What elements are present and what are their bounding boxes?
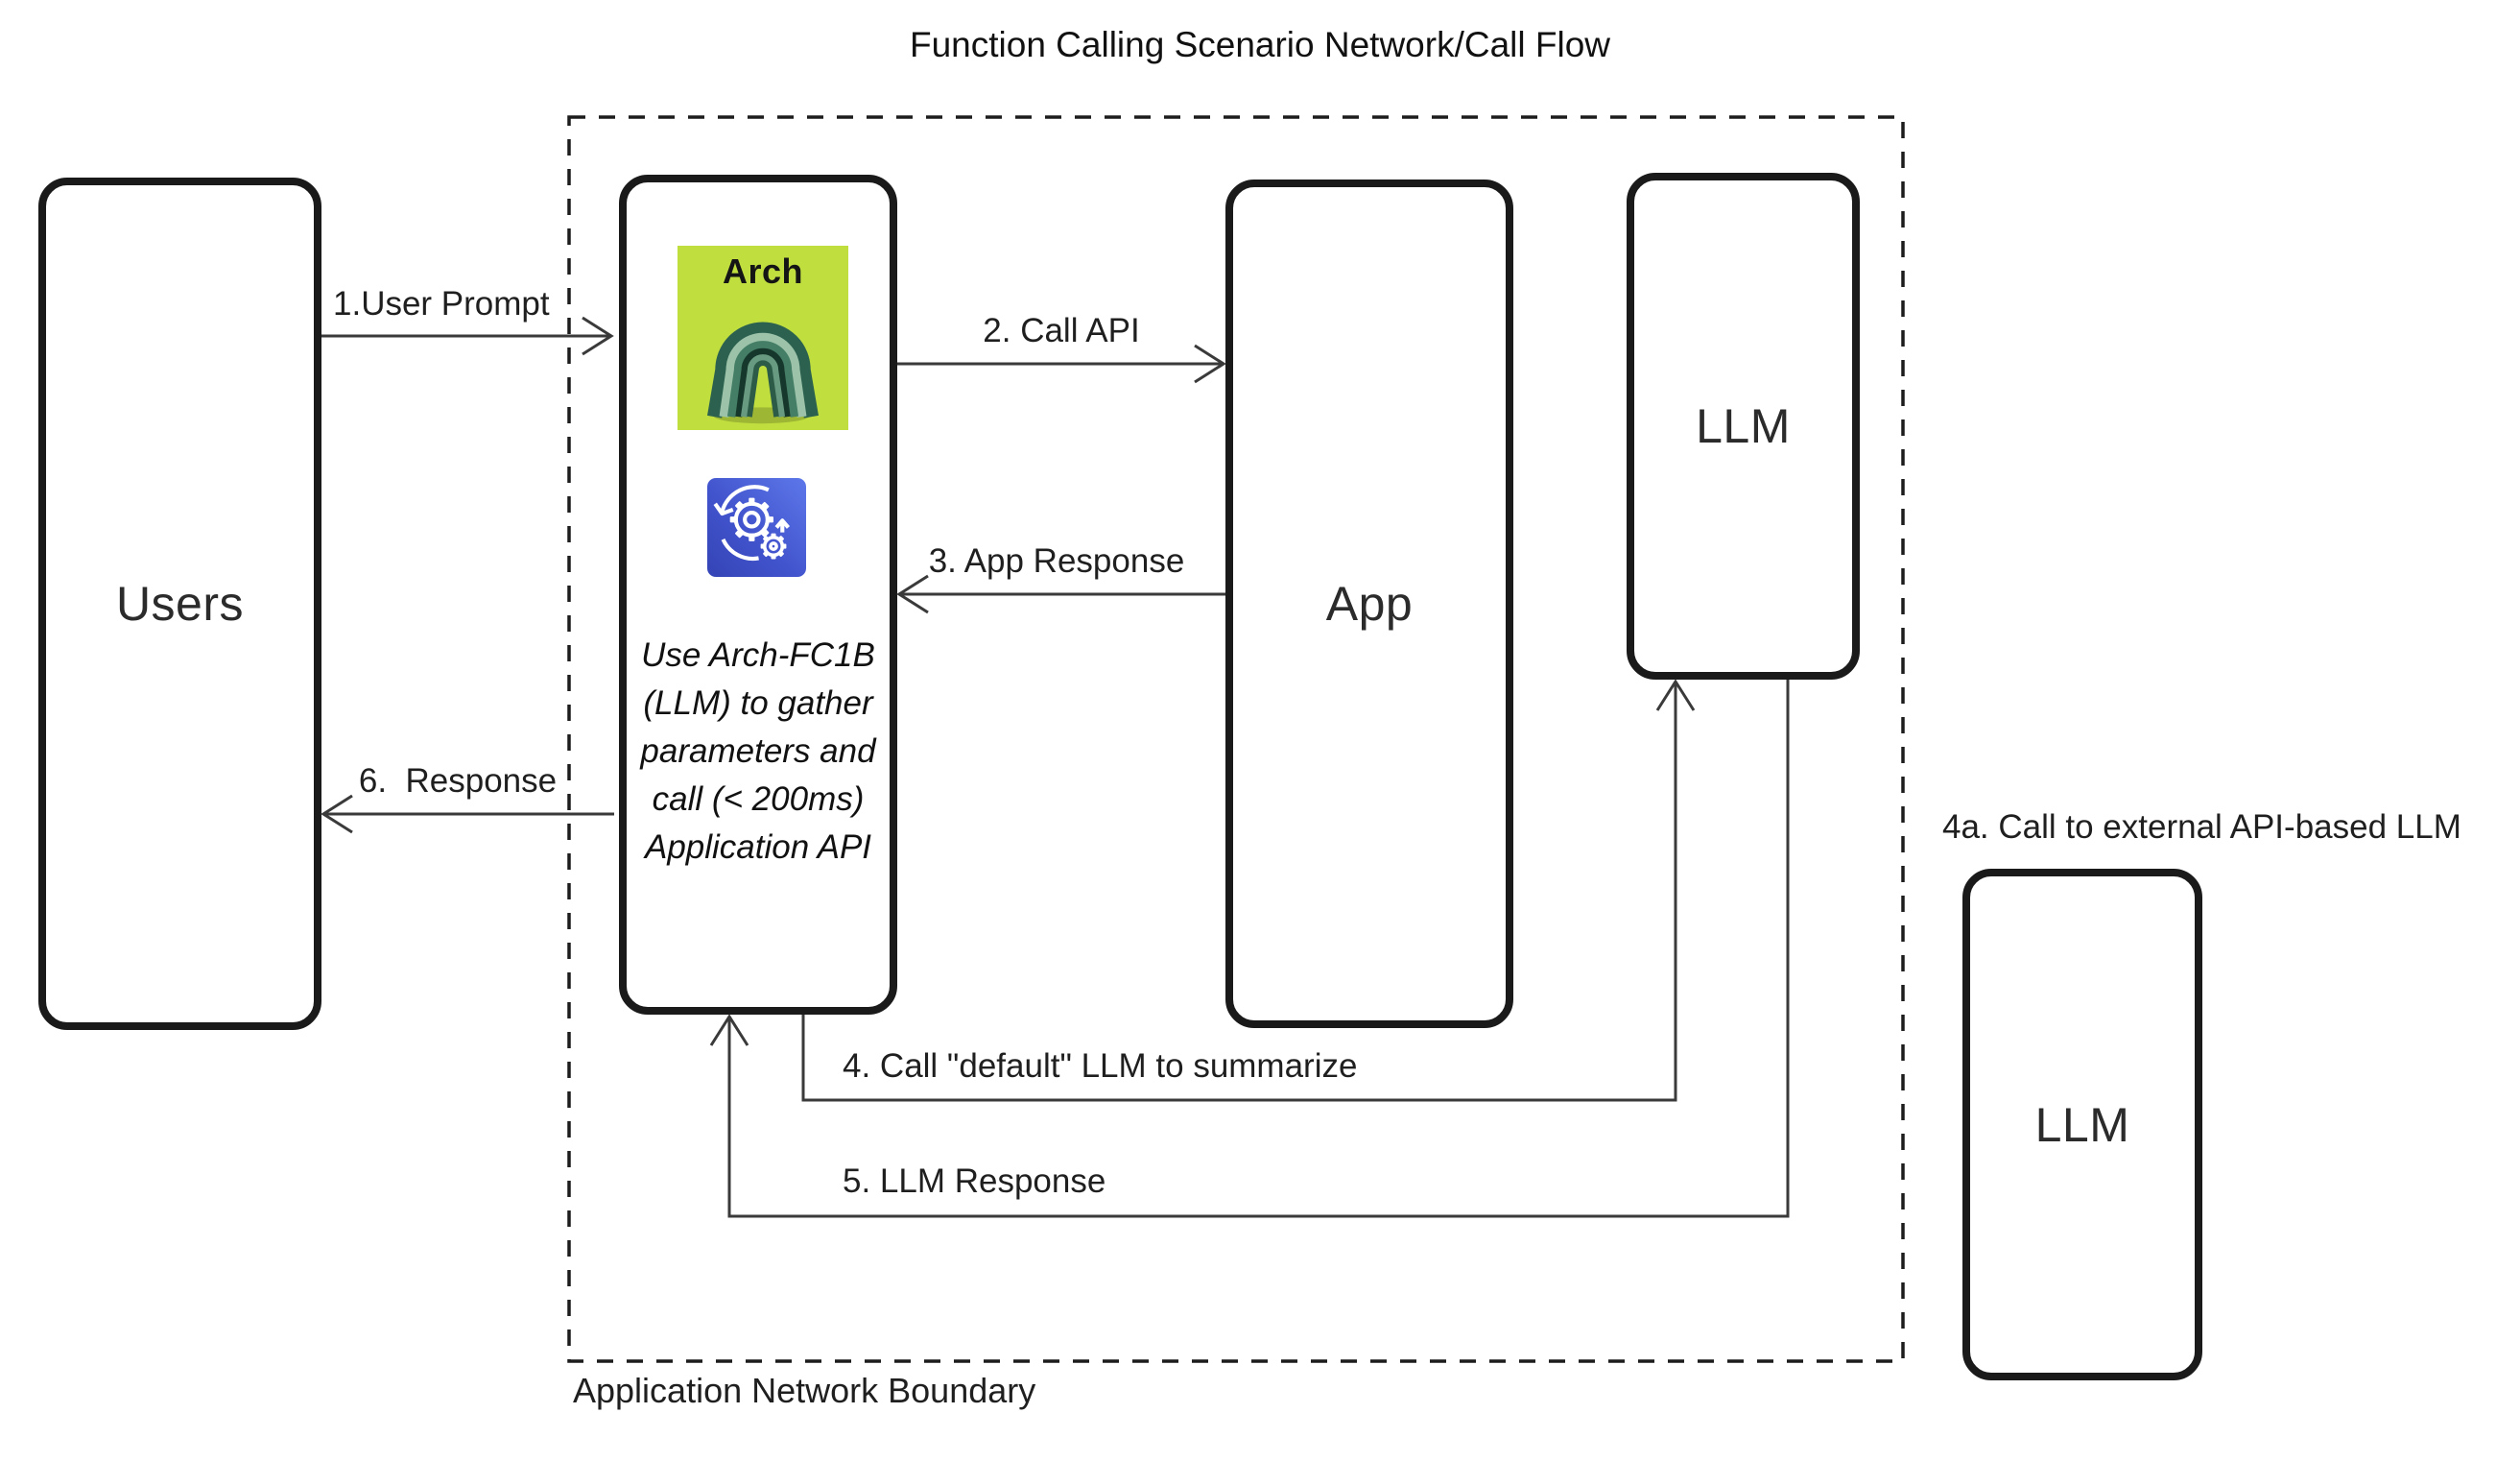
automation-gear-icon (707, 478, 806, 577)
external-llm-label: LLM (2034, 1097, 2130, 1152)
flow-6-label: 6. Response (358, 762, 558, 800)
users-node: Users (38, 178, 321, 1030)
users-node-label: Users (115, 577, 245, 631)
internal-llm-node: LLM (1627, 173, 1860, 680)
arch-logo-title: Arch (722, 251, 804, 291)
flow-1-label: 1.User Prompt (333, 285, 550, 323)
app-node-label: App (1325, 577, 1414, 631)
flow-4-label: 4. Call "default" LLM to summarize (843, 1047, 1358, 1085)
diagram-title: Function Calling Scenario Network/Call F… (909, 25, 1610, 64)
flow-5-label: 5. LLM Response (843, 1162, 1106, 1200)
arch-note: Use Arch-FC1B (LLM) to gather parameters… (640, 636, 876, 866)
flow-2-label: 2. Call API (983, 312, 1140, 349)
internal-llm-label: LLM (1696, 399, 1791, 453)
arch-icon (707, 322, 819, 424)
arch-logo: Arch (678, 246, 848, 430)
external-llm-node: LLM (1962, 869, 2202, 1380)
external-llm-caption: 4a. Call to external API-based LLM (1942, 808, 2461, 846)
network-boundary-label: Application Network Boundary (573, 1371, 1036, 1410)
flow-3-label: 3. App Response (928, 542, 1185, 580)
app-node: App (1225, 180, 1513, 1028)
